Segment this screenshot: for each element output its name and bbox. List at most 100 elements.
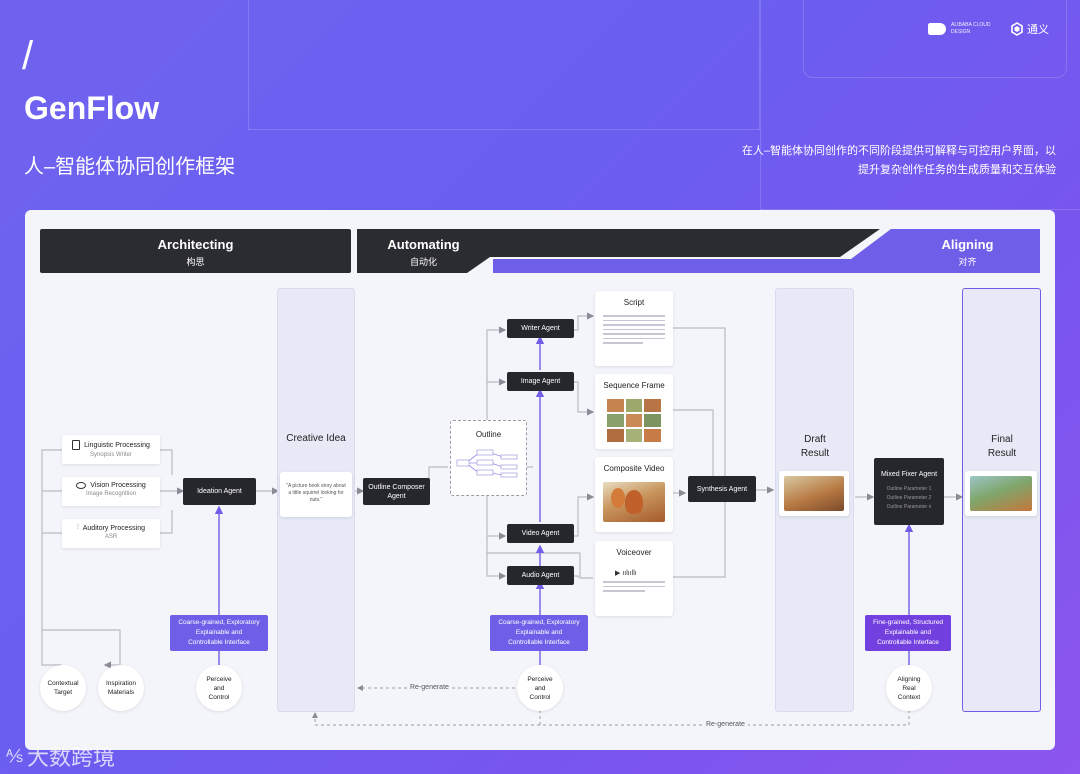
interface-line: Fine-grained, Structured (873, 618, 943, 628)
outline-card[interactable]: Outline (450, 420, 527, 496)
regenerate-label-2: Re-generate (703, 721, 748, 728)
circle-line: Materials (108, 688, 134, 697)
sequence-frame-card[interactable]: Sequence Frame (595, 374, 673, 449)
circle-line: and (214, 684, 225, 693)
video-agent[interactable]: Video Agent (507, 524, 574, 543)
interface-line: Controllable Interface (188, 638, 250, 648)
description-line: 在人–智能体协同创作的不同阶段提供可解释与可控用户界面，以 (656, 142, 1056, 161)
diagram-panel: Architecting 构思 Automating 自动化 Aligning … (25, 210, 1055, 750)
draft-result-card[interactable] (779, 471, 849, 516)
waveform-icon: ⫶ (77, 524, 79, 532)
interface-line: Controllable Interface (877, 638, 939, 648)
script-card[interactable]: Script (595, 291, 673, 366)
decor-frame (248, 0, 760, 130)
eye-icon (76, 482, 86, 489)
input-title: Vision Processing (90, 482, 146, 489)
writer-agent[interactable]: Writer Agent (507, 319, 574, 338)
cloud-logo-icon (928, 23, 946, 35)
interface-line: Explainable and (516, 628, 562, 638)
perceive-control-circle-2[interactable]: Perceive and Control (517, 665, 563, 711)
interface-line: Explainable and (885, 628, 931, 638)
circle-line: and (535, 684, 546, 693)
frame-thumbnail (626, 414, 643, 427)
fine-interface-box[interactable]: Fine-grained, Structured Explainable and… (865, 615, 951, 651)
composite-video-image (603, 482, 665, 522)
circle-line: Aligning (897, 675, 920, 684)
draft-result-title: Draft Result (795, 433, 835, 461)
voiceover-card[interactable]: Voiceover ▶ ıılııllı (595, 541, 673, 616)
frame-thumbnail (644, 429, 661, 442)
circle-line: Target (54, 688, 72, 697)
interface-line: Controllable Interface (508, 638, 570, 648)
circle-line: Inspiration (106, 679, 136, 688)
frame-thumbnail (607, 399, 624, 412)
audio-agent[interactable]: Audio Agent (507, 566, 574, 585)
coarse-interface-box-1[interactable]: Coarse-grained, Exploratory Explainable … (170, 615, 268, 651)
outline-composer-agent[interactable]: Outline Composer Agent (363, 478, 430, 505)
output-title: Composite Video (595, 464, 673, 473)
coarse-interface-box-2[interactable]: Coarse-grained, Exploratory Explainable … (490, 615, 588, 651)
image-agent[interactable]: Image Agent (507, 372, 574, 391)
final-result-image (970, 476, 1032, 511)
input-subtitle: Synopsis Writer (62, 452, 160, 458)
output-title: Script (595, 298, 673, 307)
aligning-real-context-circle[interactable]: Aligning Real Context (886, 665, 932, 711)
linguistic-processing-card[interactable]: Linguistic Processing Synopsis Writer (62, 435, 160, 464)
synthesis-agent[interactable]: Synthesis Agent (688, 476, 756, 502)
tongyi-mark-icon (1010, 22, 1024, 36)
frame-thumbnail (644, 414, 661, 427)
squirrel-figure (625, 490, 643, 514)
input-subtitle: Image Recognition (62, 491, 160, 497)
final-result-title: Final Result (982, 433, 1022, 461)
frame-thumbnail (626, 429, 643, 442)
mixed-fixer-agent[interactable]: Mixed Fixer Agent Outline Parameter 1 Ou… (874, 458, 944, 525)
frame-thumbnail (644, 399, 661, 412)
inspiration-materials-circle[interactable]: Inspiration Materials (98, 665, 144, 711)
watermark-text: 大数跨境 (27, 740, 115, 772)
output-title: Voiceover (595, 548, 673, 557)
input-title: Linguistic Processing (84, 442, 150, 449)
interface-line: Explainable and (196, 628, 242, 638)
tongyi-logo-text: 通义 (1027, 21, 1049, 37)
auditory-processing-card[interactable]: ⫶Auditory Processing ASR (62, 519, 160, 548)
squirrel-tail (611, 488, 625, 508)
frame-thumbnail (607, 414, 624, 427)
alibaba-cloud-logo: ALIBABA CLOUD DESIGN (928, 22, 995, 36)
page-title: GenFlow (24, 90, 159, 127)
circle-line: Real (902, 684, 915, 693)
tongyi-logo: 通义 (1010, 21, 1049, 37)
regenerate-label-1: Re-generate (407, 684, 452, 691)
page-description: 在人–智能体协同创作的不同阶段提供可解释与可控用户界面，以 提升复杂创作任务的生… (656, 142, 1056, 180)
outline-title: Outline (451, 430, 526, 439)
header-slash: / (22, 36, 33, 76)
interface-line: Coarse-grained, Exploratory (178, 618, 259, 628)
circle-line: Perceive (206, 675, 231, 684)
composite-video-card[interactable]: Composite Video (595, 457, 673, 532)
vision-processing-card[interactable]: Vision Processing Image Recognition (62, 477, 160, 506)
circle-line: Contextual (47, 679, 78, 688)
draft-result-image (784, 476, 844, 511)
sequence-frame-images (607, 399, 661, 442)
final-result-card[interactable] (965, 471, 1037, 516)
frame-thumbnail (626, 399, 643, 412)
description-line: 提升复杂创作任务的生成质量和交互体验 (656, 161, 1056, 180)
interface-line: Coarse-grained, Exploratory (498, 618, 579, 628)
voiceover-text-lines (595, 581, 673, 592)
perceive-control-circle-1[interactable]: Perceive and Control (196, 665, 242, 711)
ideation-agent[interactable]: Ideation Agent (183, 478, 256, 505)
mixed-fixer-param: Outline Parameter n (887, 503, 932, 512)
watermark-logo-icon: ⅍ (6, 746, 23, 767)
frame-thumbnail (607, 429, 624, 442)
creative-idea-card[interactable]: "A picture book story about a little squ… (280, 472, 352, 517)
outline-graph-icon (451, 443, 526, 488)
mixed-fixer-title: Mixed Fixer Agent (881, 470, 937, 479)
audio-player-icon: ▶ ıılııllı (615, 569, 673, 577)
alibaba-logo-text: ALIBABA CLOUD DESIGN (951, 22, 995, 36)
watermark: ⅍ 大数跨境 (6, 740, 115, 772)
input-title: Auditory Processing (83, 525, 145, 532)
page-subtitle: 人–智能体协同创作框架 (24, 150, 235, 179)
mixed-fixer-param: Outline Parameter 2 (887, 494, 932, 503)
circle-line: Control (530, 693, 551, 702)
contextual-target-circle[interactable]: Contextual Target (40, 665, 86, 711)
document-icon (72, 440, 80, 450)
